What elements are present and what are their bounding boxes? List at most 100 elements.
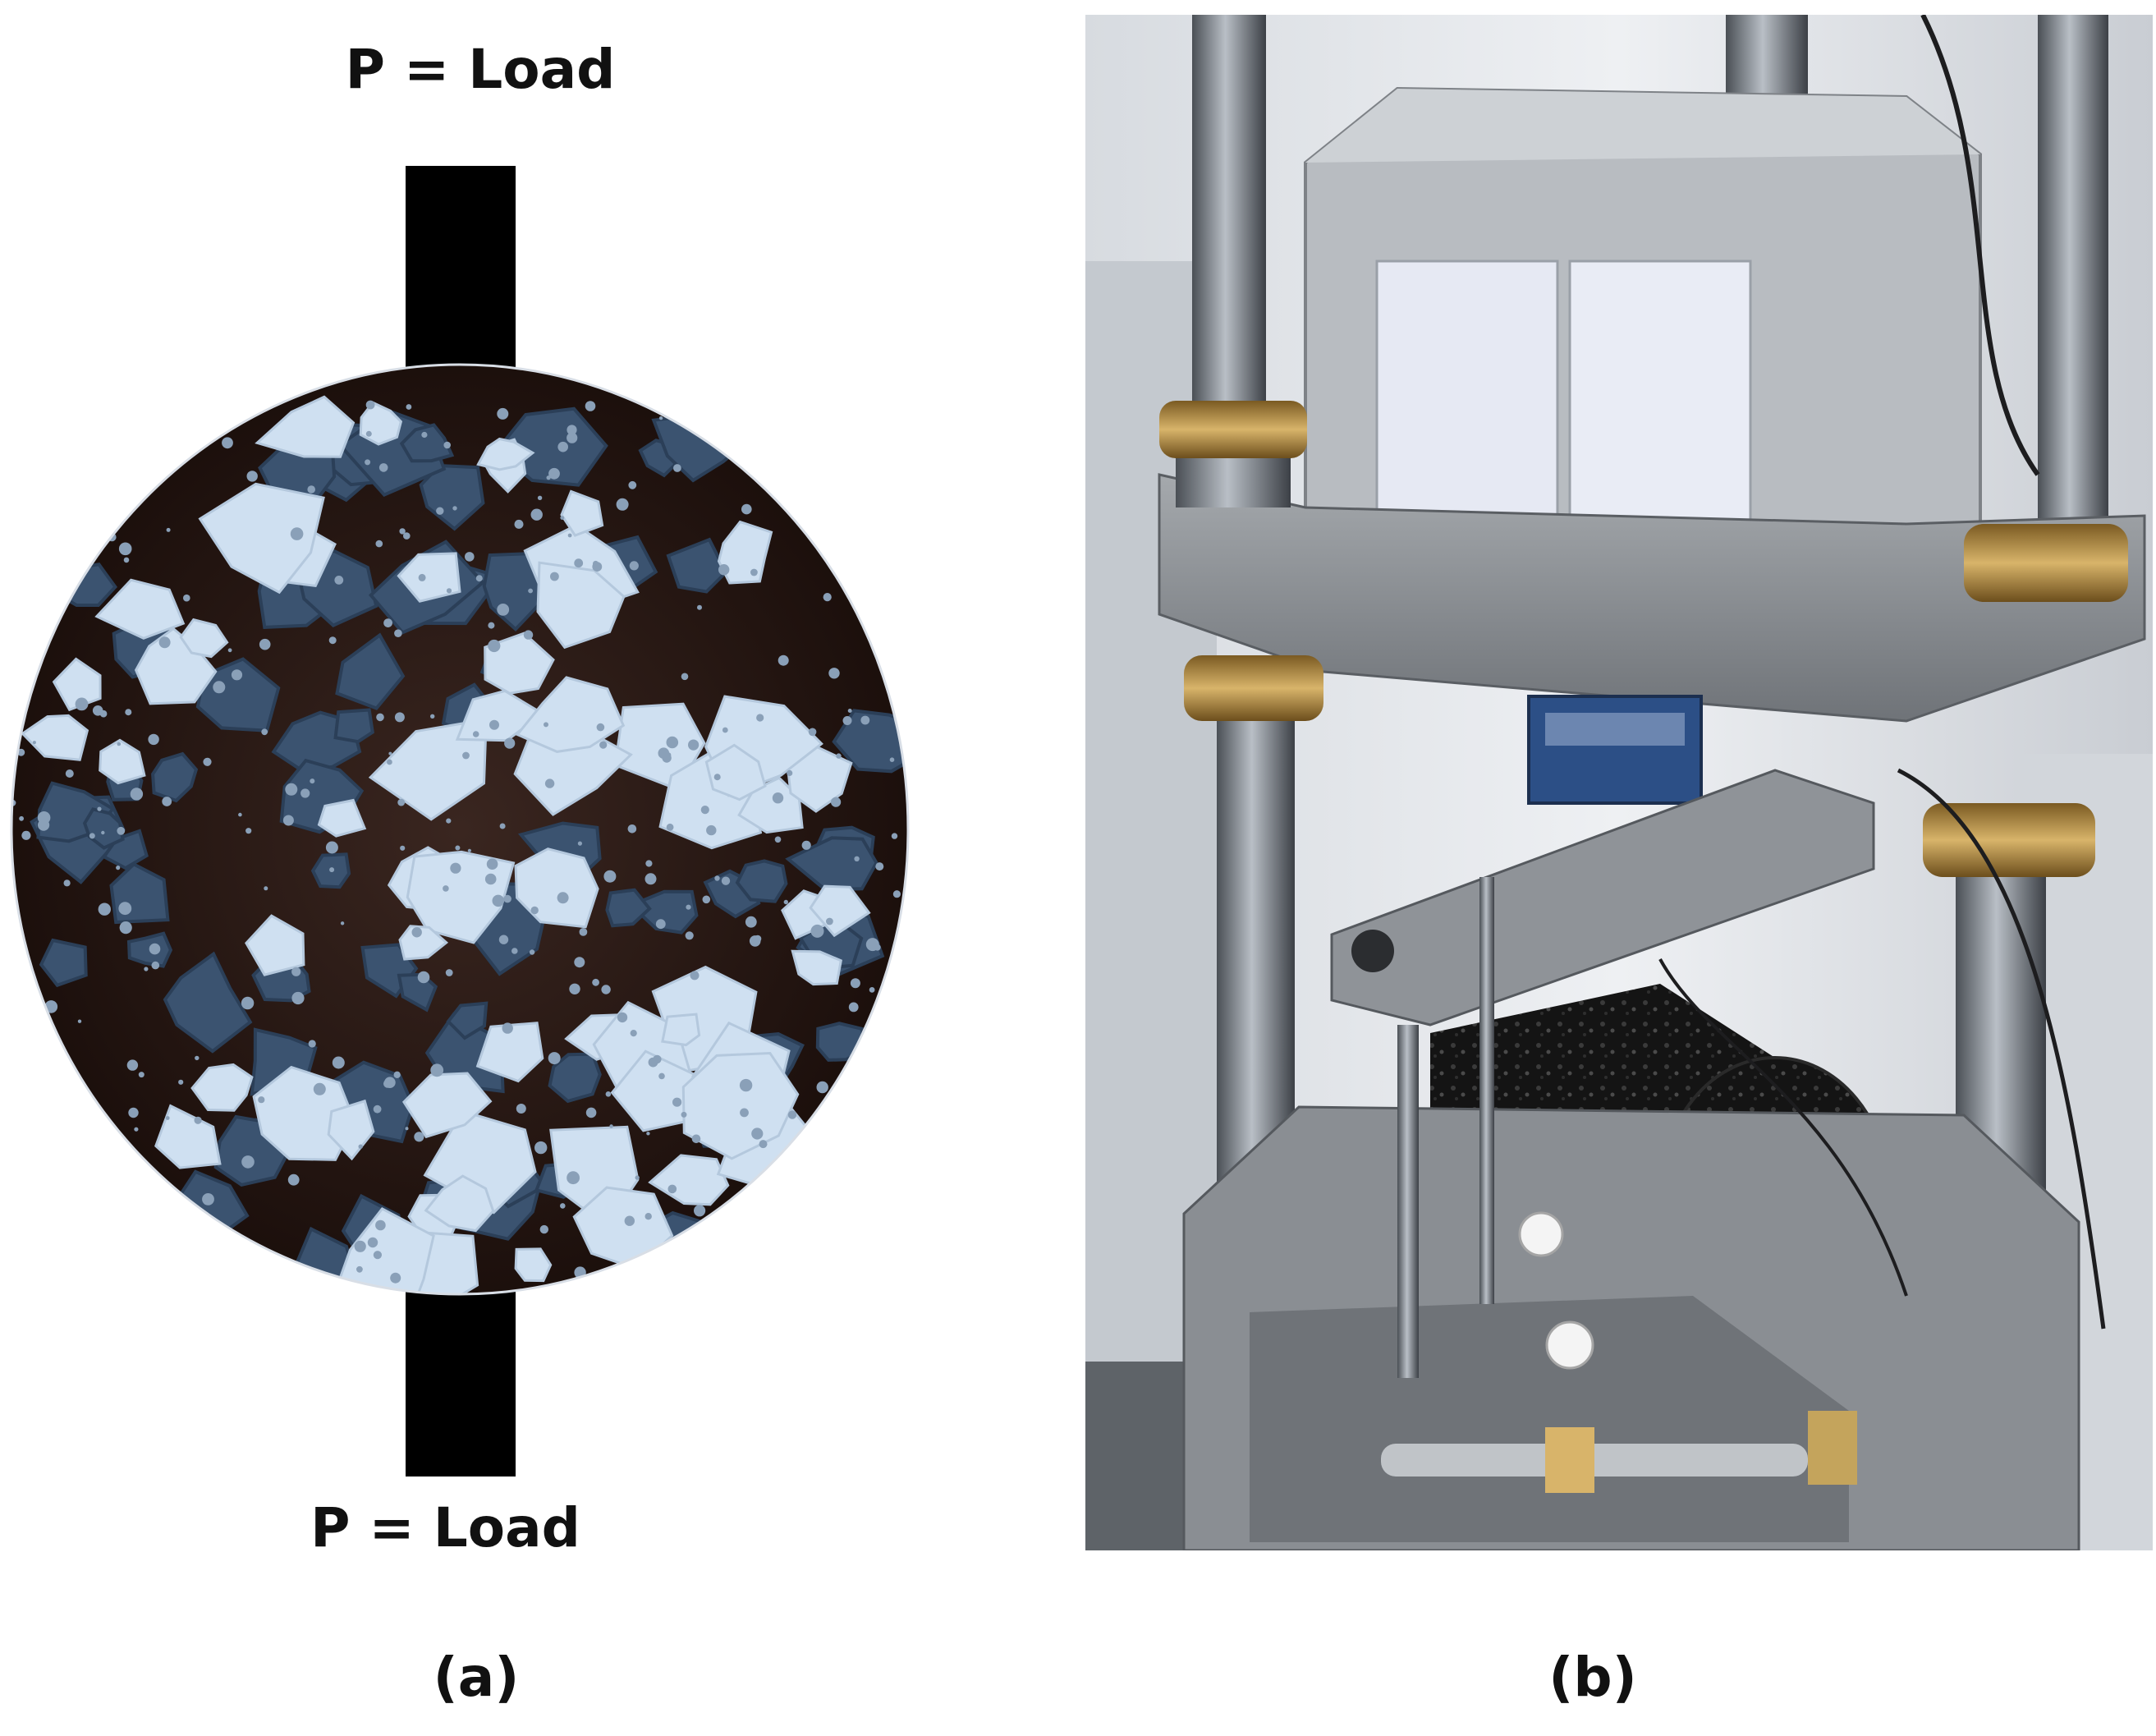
test-apparatus-photo: [1085, 15, 2153, 1550]
fine-aggregate: [134, 1127, 139, 1132]
fine-aggregate: [658, 1072, 665, 1080]
fine-aggregate: [358, 1144, 363, 1149]
fine-aggregate: [375, 540, 383, 548]
light-aggregate: [809, 884, 871, 938]
light-aggregate: [198, 482, 325, 595]
fine-aggregate: [128, 1107, 139, 1118]
fine-aggregate: [810, 924, 824, 938]
fine-aggregate: [472, 731, 479, 737]
fine-aggregate: [694, 1205, 706, 1217]
light-aggregate: [52, 657, 102, 712]
fine-aggregate: [405, 1127, 409, 1131]
fine-aggregate: [387, 759, 392, 765]
fine-aggregate: [365, 459, 371, 466]
fine-aggregate: [126, 1059, 139, 1071]
fine-aggregate: [328, 636, 337, 645]
fine-aggregate: [511, 948, 518, 954]
fine-aggregate: [503, 894, 511, 903]
fine-aggregate: [847, 709, 852, 713]
loading-strip-top: [406, 166, 516, 371]
fine-aggregate: [498, 935, 509, 944]
fine-aggregate: [544, 722, 548, 728]
fine-aggregate: [574, 558, 584, 568]
fine-aggregate: [502, 1022, 513, 1034]
fine-aggregate: [488, 622, 495, 629]
fine-aggregate: [77, 1019, 82, 1023]
fine-aggregate: [691, 1134, 701, 1144]
fine-aggregate: [414, 1132, 424, 1142]
light-aggregate: [154, 1104, 222, 1169]
fine-aggregate: [484, 873, 497, 885]
fine-aggregate: [504, 737, 516, 749]
dark-aggregate: [163, 951, 253, 1054]
fine-aggregate: [567, 432, 578, 443]
load-label-top: P = Load: [345, 38, 616, 101]
fine-aggregate: [848, 1002, 859, 1013]
fine-aggregate: [411, 927, 422, 938]
fine-aggregate: [739, 1078, 753, 1092]
fine-aggregate: [213, 681, 226, 694]
fine-aggregate: [593, 560, 599, 567]
fine-aggregate: [628, 480, 637, 489]
light-aggregate: [179, 618, 229, 659]
fine-aggregate: [774, 836, 782, 843]
fine-aggregate: [759, 1140, 768, 1149]
fine-aggregate: [446, 588, 452, 594]
fine-aggregate: [627, 824, 637, 834]
dark-aggregate: [397, 972, 438, 1013]
fine-aggregate: [655, 919, 666, 930]
caption-a: (a): [433, 1646, 520, 1709]
fine-aggregate: [388, 751, 392, 755]
fine-aggregate: [492, 894, 505, 907]
light-aggregate: [397, 552, 461, 603]
fine-aggregate: [548, 1052, 561, 1065]
fine-aggregate: [860, 715, 870, 725]
dark-aggregate: [548, 1052, 602, 1104]
fine-aggregate: [397, 798, 406, 806]
loading-strip-bottom: [406, 1279, 516, 1477]
fine-aggregate: [700, 806, 709, 815]
fine-aggregate: [592, 978, 599, 986]
fine-aggregate: [697, 604, 702, 610]
fine-aggregate: [116, 866, 121, 870]
fine-aggregate: [332, 1056, 345, 1069]
fine-aggregate: [117, 742, 122, 746]
fine-aggregate: [658, 416, 663, 420]
fine-aggregate: [497, 604, 510, 616]
fine-aggregate: [445, 969, 453, 976]
asphalt-specimen-disc: [11, 365, 908, 1294]
indirect-tension-diagram: [10, 166, 910, 1477]
fine-aggregate: [118, 542, 132, 556]
fine-aggregate: [645, 1213, 652, 1220]
fine-aggregate: [291, 991, 305, 1005]
light-aggregate: [21, 714, 89, 761]
fine-aggregate: [557, 892, 569, 904]
fine-aggregate: [567, 533, 572, 538]
light-aggregate: [572, 1186, 674, 1270]
fine-aggregate: [741, 503, 752, 515]
fine-aggregate: [772, 792, 784, 804]
fine-aggregate: [681, 1111, 687, 1118]
fine-aggregate: [241, 1155, 255, 1169]
fine-aggregate: [245, 828, 252, 834]
fine-aggregate: [808, 728, 817, 737]
fine-aggregate: [673, 464, 681, 472]
fine-aggregate: [550, 572, 559, 581]
dark-aggregate: [785, 836, 878, 892]
brass-nut-left-upper: [1159, 401, 1307, 458]
dark-aggregate: [151, 751, 199, 803]
fine-aggregate: [702, 895, 711, 904]
fine-aggregate: [560, 1203, 566, 1209]
fine-aggregate: [850, 978, 860, 989]
fine-aggregate: [465, 552, 475, 562]
fine-aggregate: [475, 575, 483, 582]
fine-aggregate: [300, 788, 310, 798]
threaded-rod-left: [1192, 15, 1266, 442]
fine-aggregate: [97, 806, 102, 811]
dark-aggregate: [39, 938, 88, 988]
fine-aggregate: [452, 506, 457, 511]
light-aggregate: [401, 1072, 493, 1139]
fine-aggregate: [537, 495, 543, 500]
fine-aggregate: [241, 996, 255, 1010]
fine-aggregate: [681, 673, 689, 681]
